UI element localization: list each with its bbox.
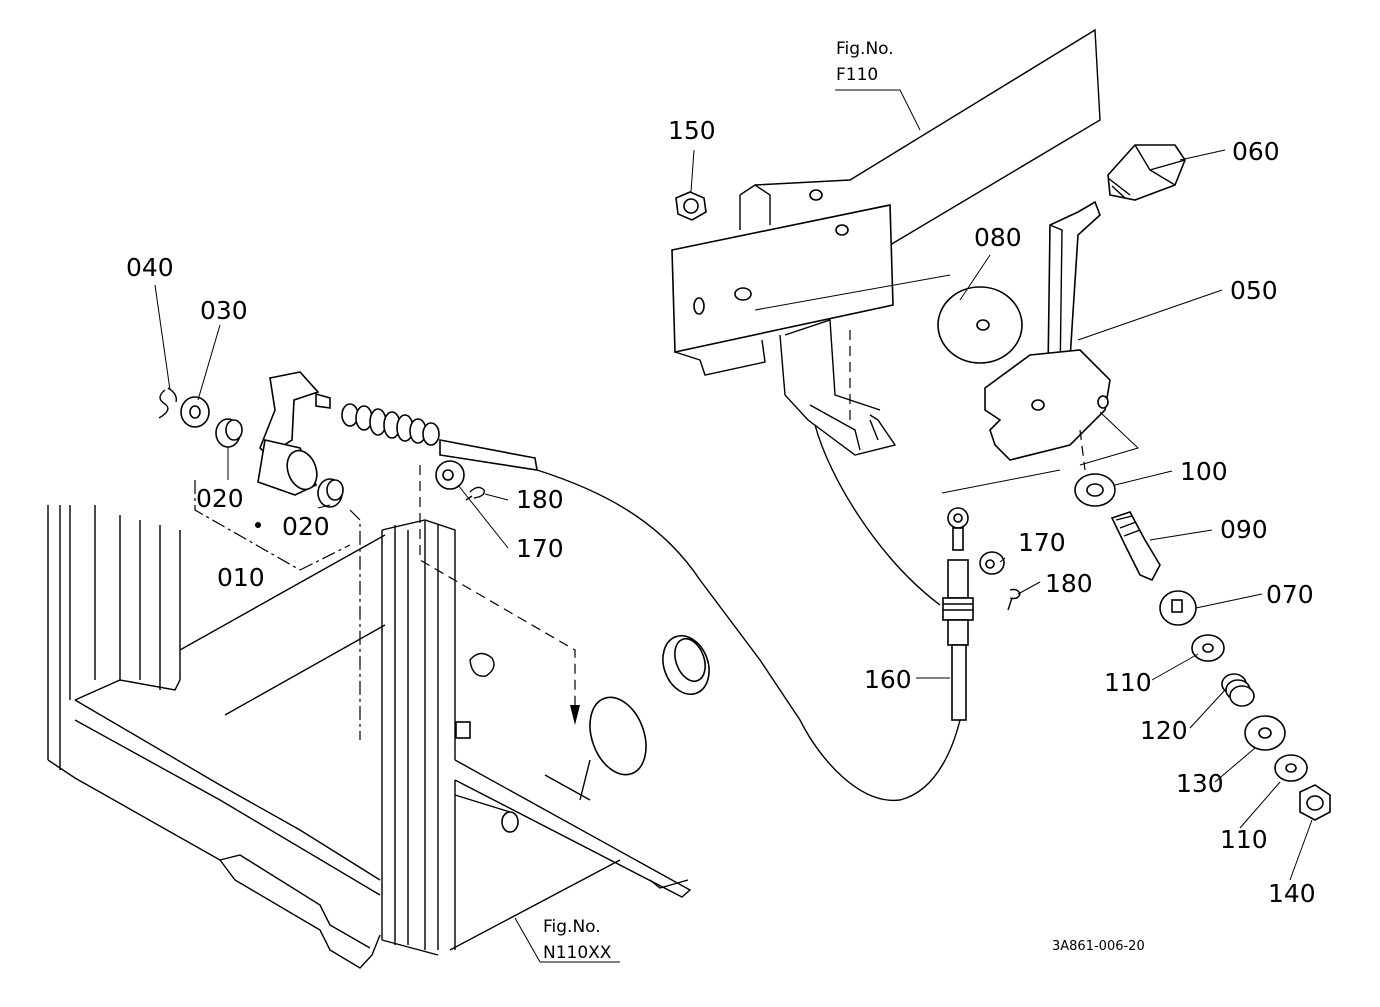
part-number-labels: 040 030 020 020 010 180 170 150 060 080 … <box>126 116 1316 908</box>
label-part-030: 030 <box>200 296 248 325</box>
label-part-090: 090 <box>1220 515 1268 544</box>
label-part-150: 150 <box>668 116 716 145</box>
shift-lever-drawing <box>937 144 1331 821</box>
control-cable-drawing <box>942 507 1021 721</box>
fig-ref-f110-number: F110 <box>836 65 878 85</box>
label-part-050: 050 <box>1230 276 1278 305</box>
label-part-080: 080 <box>974 223 1022 252</box>
label-part-170-right: 170 <box>1018 528 1066 557</box>
fig-ref-n110xx-prefix: Fig.No. <box>543 917 601 937</box>
drawing-code: 3A861-006-20 <box>1052 939 1145 954</box>
label-part-130: 130 <box>1176 769 1224 798</box>
label-part-110-b: 110 <box>1220 825 1268 854</box>
label-part-100: 100 <box>1180 457 1228 486</box>
label-part-060: 060 <box>1232 137 1280 166</box>
lever-linkage-drawing <box>158 371 961 801</box>
label-part-110-a: 110 <box>1104 668 1152 697</box>
label-part-160: 160 <box>864 665 912 694</box>
bracket-drawing <box>671 28 1101 606</box>
label-part-140: 140 <box>1268 879 1316 908</box>
spring-coil <box>341 403 440 446</box>
machine-frame-drawing <box>47 465 710 969</box>
leader-lines <box>154 89 1313 963</box>
label-part-040: 040 <box>126 253 174 282</box>
fig-ref-n110xx-number: N110XX <box>543 943 612 963</box>
figure-references: Fig.No. F110 Fig.No. N110XX <box>543 39 894 963</box>
label-part-020-b: 020 <box>282 512 330 541</box>
label-part-170-left: 170 <box>516 534 564 563</box>
label-part-010: 010 <box>217 563 265 592</box>
label-part-180-left: 180 <box>516 485 564 514</box>
label-part-020-a: 020 <box>196 484 244 513</box>
fig-ref-f110-prefix: Fig.No. <box>836 39 894 59</box>
label-part-070: 070 <box>1266 580 1314 609</box>
label-part-180-right: 180 <box>1045 569 1093 598</box>
label-part-120: 120 <box>1140 716 1188 745</box>
